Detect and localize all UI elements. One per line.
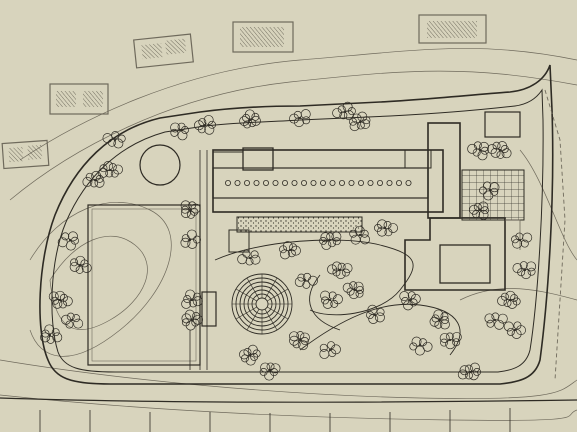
column <box>310 179 317 186</box>
shrub <box>429 309 450 330</box>
shrub <box>374 219 398 237</box>
inner-boundary <box>51 88 544 373</box>
column <box>348 179 355 186</box>
seating-aisle <box>267 306 289 320</box>
column <box>253 179 260 186</box>
east-boundary <box>544 89 566 381</box>
seating-aisle <box>246 309 260 331</box>
shrub <box>512 261 537 280</box>
shrub <box>57 231 79 251</box>
shrub <box>194 115 216 135</box>
contour-lines <box>0 48 577 421</box>
shrub <box>342 281 364 300</box>
column <box>272 179 279 186</box>
shrub <box>40 324 63 344</box>
shrub <box>349 111 371 132</box>
column <box>329 179 336 186</box>
shrub <box>102 131 126 149</box>
shrub <box>181 289 203 309</box>
legend-stamps <box>1 14 487 170</box>
column <box>367 179 374 186</box>
shrub <box>170 122 189 141</box>
shrub <box>409 336 433 356</box>
seating-aisle <box>246 277 260 299</box>
shrub <box>289 331 310 351</box>
shrub <box>497 290 521 309</box>
shrub <box>279 241 301 260</box>
garden-paths <box>214 239 461 356</box>
shrub <box>366 304 385 324</box>
shrub <box>319 341 341 359</box>
shrub <box>511 232 533 249</box>
colonnade <box>224 179 412 186</box>
shrub <box>487 141 512 159</box>
shrub <box>181 309 203 331</box>
seating-aisle <box>264 309 278 331</box>
amphitheater <box>231 273 293 335</box>
column <box>395 179 402 186</box>
shrub <box>98 161 123 178</box>
shrub <box>349 225 370 245</box>
shrub <box>503 321 526 339</box>
shrub <box>439 332 462 350</box>
seating-aisle <box>235 288 257 302</box>
seating-aisle <box>267 288 289 302</box>
shrub <box>82 170 105 188</box>
shrub <box>320 290 343 309</box>
round-pool <box>139 144 181 186</box>
column <box>319 179 326 186</box>
column <box>338 179 345 186</box>
column <box>376 179 383 186</box>
road <box>0 397 577 432</box>
shrub <box>399 291 421 311</box>
shrub <box>259 362 281 381</box>
shrub <box>319 231 342 250</box>
column <box>281 179 288 186</box>
landscaping <box>40 101 537 381</box>
shrub <box>484 312 508 330</box>
column <box>243 179 250 186</box>
shrub <box>457 362 481 381</box>
shrub <box>332 101 356 121</box>
seating-aisle <box>264 277 278 299</box>
shrub <box>479 181 500 201</box>
shrub <box>239 109 261 129</box>
column <box>405 179 412 186</box>
column <box>357 179 364 186</box>
shrub <box>69 255 92 274</box>
column <box>224 179 231 186</box>
shrub <box>237 249 261 266</box>
shrub <box>467 141 489 161</box>
shrub <box>327 261 353 280</box>
side-pavilion <box>228 229 250 253</box>
planting-strip <box>236 216 363 233</box>
column <box>234 179 241 186</box>
shrub <box>294 272 318 289</box>
shrub <box>48 290 73 309</box>
walkway <box>189 150 208 370</box>
shrub <box>469 201 489 220</box>
shrub <box>180 200 201 219</box>
column <box>262 179 269 186</box>
stage-block <box>201 291 217 327</box>
column <box>300 179 307 186</box>
column <box>291 179 298 186</box>
main-building <box>212 147 444 213</box>
shrub <box>289 109 311 128</box>
seating-aisle <box>235 306 257 320</box>
shrub <box>61 312 84 329</box>
site-boundary <box>39 64 554 385</box>
shrub <box>239 344 261 366</box>
column <box>386 179 393 186</box>
shrub <box>180 229 201 249</box>
